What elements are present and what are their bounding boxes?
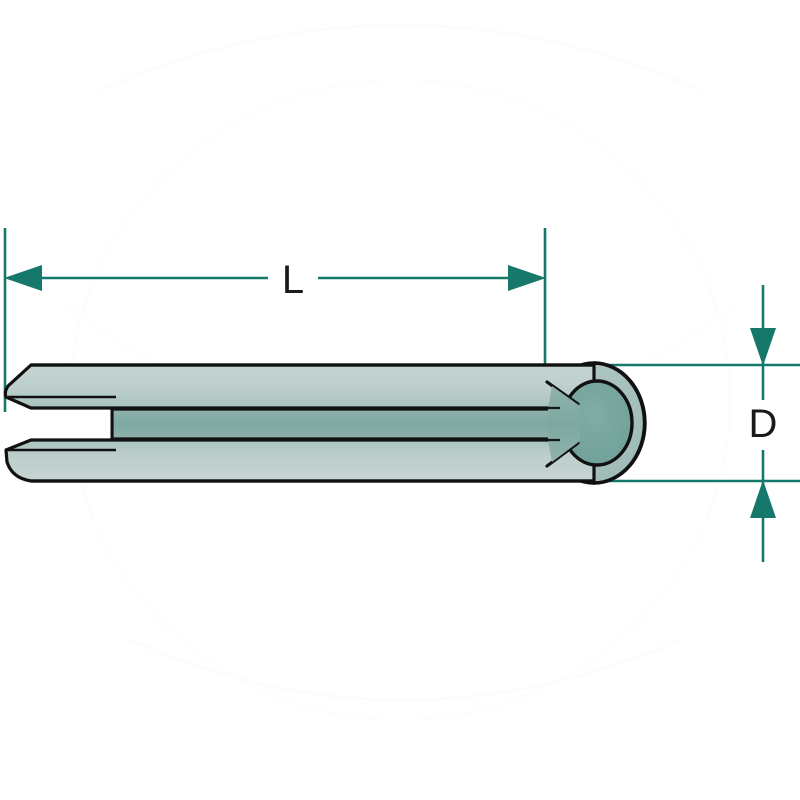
arrowhead-diameter-top bbox=[750, 328, 776, 366]
slot-open-notch bbox=[7, 410, 112, 438]
pin-chamfer-lines bbox=[8, 395, 116, 452]
pin-silhouette-edges bbox=[31, 363, 594, 483]
dimension-diameter: D bbox=[749, 285, 778, 562]
gap-flank-upper bbox=[545, 380, 580, 406]
gap-flank-lower bbox=[545, 441, 580, 468]
pin-upper-half bbox=[3, 363, 596, 410]
pin-end-ring-arc bbox=[592, 361, 647, 485]
arrowhead-diameter-bottom bbox=[750, 480, 776, 518]
arrowhead-length-right bbox=[508, 265, 546, 291]
roll-pin-body bbox=[3, 361, 647, 485]
pin-slot-band bbox=[110, 407, 596, 441]
dimension-label-diameter: D bbox=[749, 402, 778, 446]
dimension-length: L bbox=[4, 258, 546, 302]
arrowhead-length-left bbox=[4, 265, 42, 291]
pin-surface-lines bbox=[31, 406, 560, 442]
slot-gap-flanks bbox=[545, 380, 580, 468]
slot-gap-fill bbox=[548, 386, 580, 462]
dimension-label-length: L bbox=[282, 258, 304, 302]
pin-lower-half bbox=[4, 438, 596, 483]
